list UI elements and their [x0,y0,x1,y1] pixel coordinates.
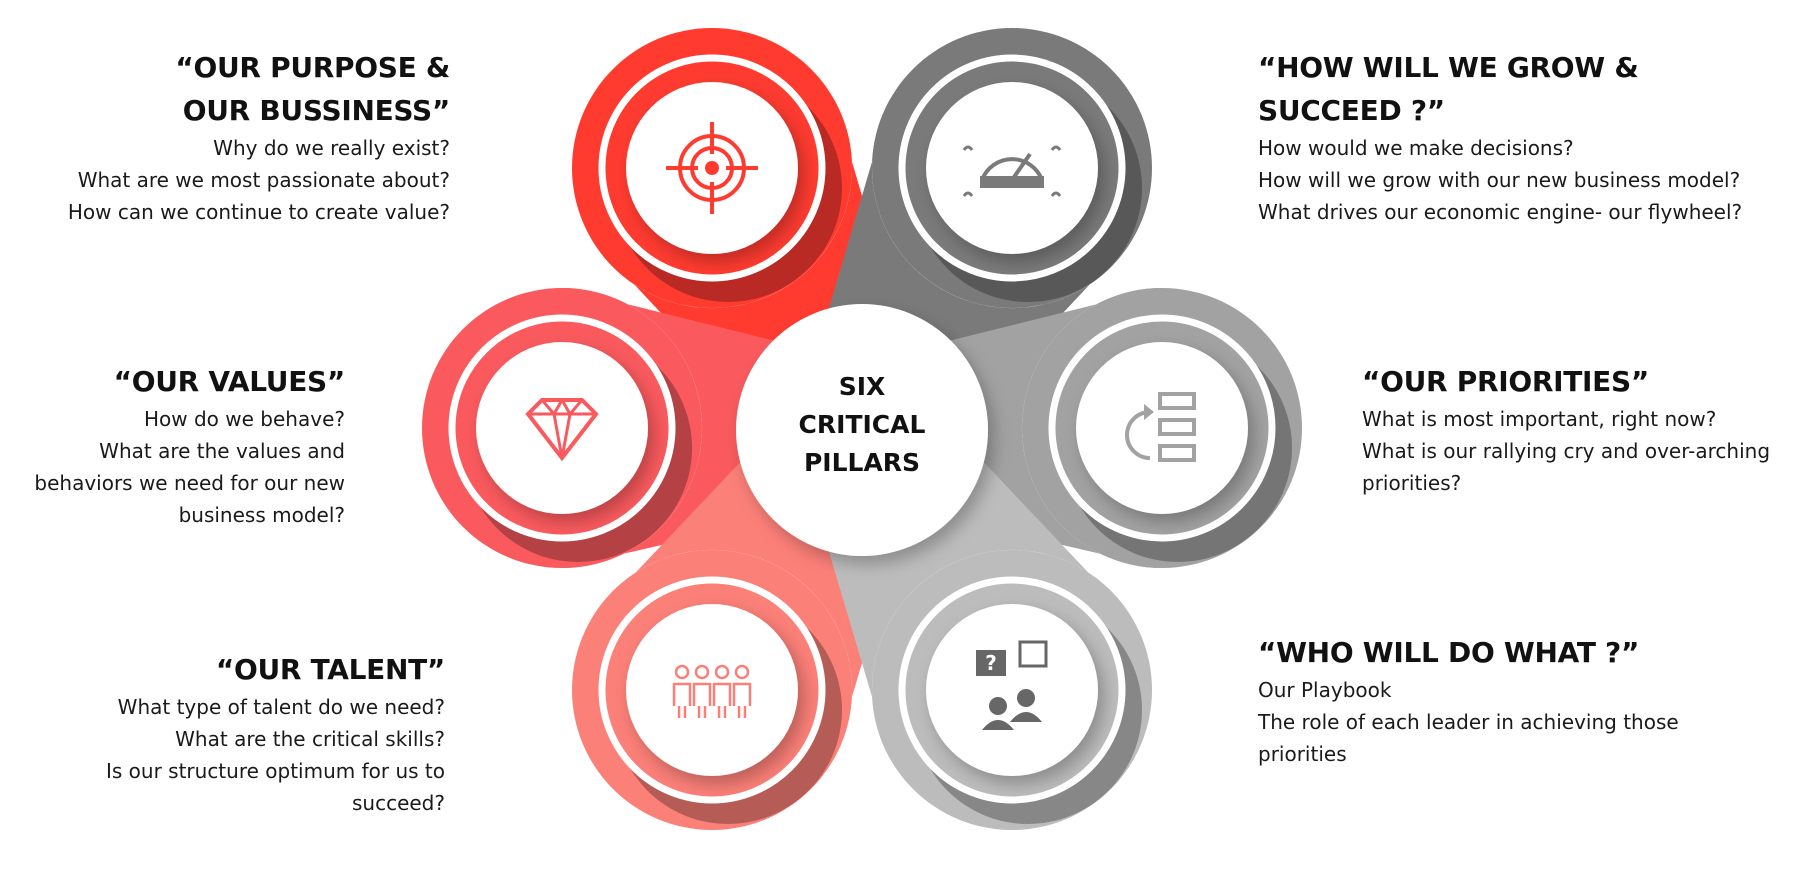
pillar-talent-line: What are the critical skills? [175,727,445,751]
pillar-grow-line: How will we grow with our new business m… [1258,168,1741,192]
playbook-icon: ? [976,640,1048,730]
pillar-talent-line: succeed? [351,791,445,815]
center-label-line-1: SIX [839,372,886,401]
pillar-purpose-line: What are we most passionate about? [77,168,450,192]
pillar-grow-line: How would we make decisions? [1258,136,1574,160]
pillar-purpose-text: “OUR PURPOSE & OUR BUSSINESS” Why do we … [68,46,450,228]
pillar-who-line: priorities [1258,742,1347,766]
pillar-priorities-line: What is most important, right now? [1362,407,1717,431]
pillar-talent-line: What type of talent do we need? [117,695,445,719]
pillar-priorities-heading: “OUR PRIORITIES” [1362,365,1649,398]
pillar-grow-badge [898,54,1142,302]
priority-list-icon [1125,392,1196,462]
pillar-who-line: The role of each leader in achieving tho… [1258,710,1679,734]
center-hub: SIX CRITICAL PILLARS [736,304,988,556]
diamond-icon [525,398,599,462]
pillar-values-line: behaviors we need for our new [34,471,345,495]
pillar-priorities-line: What is our rallying cry and over-archin… [1362,439,1771,463]
pillar-values-line: What are the values and [99,439,345,463]
pillar-values-text: “OUR VALUES” How do we behave? What are … [34,360,345,531]
center-label-line-2: CRITICAL [799,410,926,439]
pillar-priorities-text: “OUR PRIORITIES” What is most important,… [1362,360,1770,499]
team-icon [672,664,752,718]
pillar-values-heading: “OUR VALUES” [113,365,346,398]
target-icon [666,122,758,214]
pillar-grow-heading: “HOW WILL WE GROW & SUCCEED ?” [1258,51,1639,127]
pillar-who-text: “WHO WILL DO WHAT ?” Our Playbook The ro… [1258,631,1679,770]
speedometer-icon [962,145,1062,197]
pillar-talent-badge [598,576,842,824]
pillar-who-heading: “WHO WILL DO WHAT ?” [1258,636,1640,669]
pillar-who-badge [898,576,1142,824]
pillar-purpose-line: How can we continue to create value? [67,200,450,224]
pillar-values-line: business model? [178,503,345,527]
pillar-grow-line: What drives our economic engine- our fly… [1258,200,1743,224]
pillar-talent-line: Is our structure optimum for us to [105,759,445,783]
pillar-grow-text: “HOW WILL WE GROW & SUCCEED ?” How would… [1258,46,1742,228]
pillar-talent-heading: “OUR TALENT” [215,653,445,686]
pillar-purpose-heading: “OUR PURPOSE & OUR BUSSINESS” [175,51,450,127]
center-label-line-3: PILLARS [804,448,920,477]
pillar-values-line: How do we behave? [144,407,345,431]
pillar-purpose-line: Why do we really exist? [213,136,450,160]
pillar-who-line: Our Playbook [1258,678,1392,702]
pillar-talent-text: “OUR TALENT” What type of talent do we n… [106,648,445,819]
pillar-priorities-line: priorities? [1362,471,1462,495]
svg-text:?: ? [985,651,997,675]
pillar-values-badge [448,314,692,562]
